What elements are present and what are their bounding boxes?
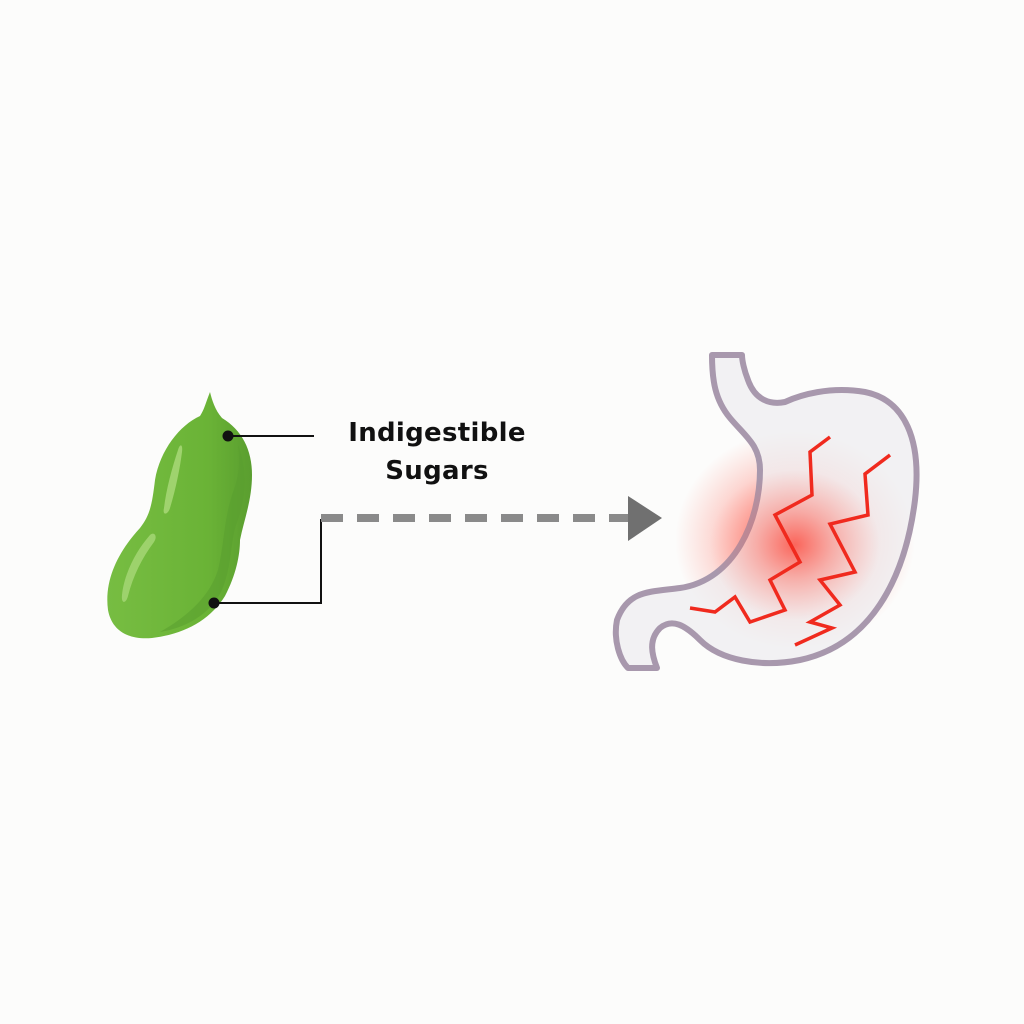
label-line-2: Sugars xyxy=(385,456,489,486)
callout-dot-top xyxy=(222,430,234,442)
pain-cracks-icon xyxy=(689,435,892,647)
indigestible-sugars-label: Indigestible Sugars xyxy=(320,414,554,490)
stomach-icon xyxy=(612,352,920,671)
green-bean-icon xyxy=(107,392,252,639)
label-line-1: Indigestible xyxy=(348,418,526,448)
callout-dot-bottom xyxy=(208,597,220,609)
dashed-arrow xyxy=(321,496,662,541)
callout-lines xyxy=(208,430,322,609)
arrow-head-icon xyxy=(628,496,662,541)
